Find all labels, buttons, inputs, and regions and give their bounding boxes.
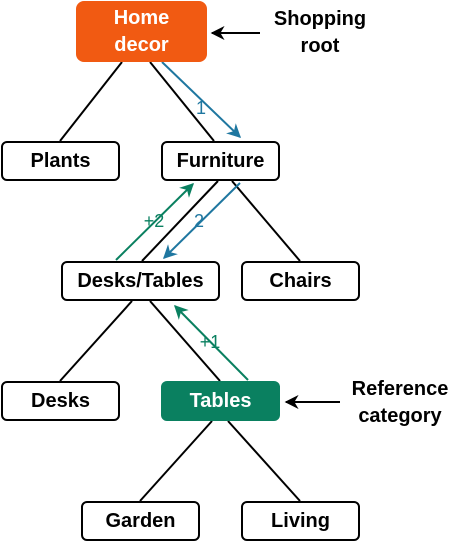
edge-furniture-desks-tables xyxy=(141,180,219,262)
node-desks: Desks xyxy=(1,381,120,421)
node-desks-tables: Desks/Tables xyxy=(61,261,220,301)
down-arrow-step-2 xyxy=(163,182,241,259)
reference-category-annotation: Reference category xyxy=(351,378,449,427)
node-furniture: Furniture xyxy=(161,141,280,181)
node-living: Living xyxy=(241,501,360,541)
edge-tables-living xyxy=(227,420,301,502)
step-label-plus-2: +2 xyxy=(144,211,165,231)
step-label-plus-1: +1 xyxy=(200,332,221,352)
node-garden: Garden xyxy=(81,501,200,541)
down-arrow-step-1 xyxy=(161,61,242,138)
edge-home-plants xyxy=(59,61,123,142)
node-plants: Plants xyxy=(1,141,120,181)
edge-furniture-chairs xyxy=(231,180,301,262)
node-home-decor: Home decor xyxy=(76,1,207,62)
edge-desks-tables-tables xyxy=(149,300,221,382)
shopping-root-annotation: Shopping root xyxy=(273,8,367,57)
edge-desks-tables-desks xyxy=(59,300,133,382)
node-chairs: Chairs xyxy=(241,261,360,301)
edge-tables-garden xyxy=(139,420,213,502)
node-tables: Tables xyxy=(161,381,280,421)
step-label-2: 2 xyxy=(194,211,204,231)
up-arrow-step-1 xyxy=(174,305,249,381)
step-label-1: 1 xyxy=(196,98,206,118)
edge-home-furniture xyxy=(149,61,215,142)
up-arrow-step-2 xyxy=(115,183,194,261)
